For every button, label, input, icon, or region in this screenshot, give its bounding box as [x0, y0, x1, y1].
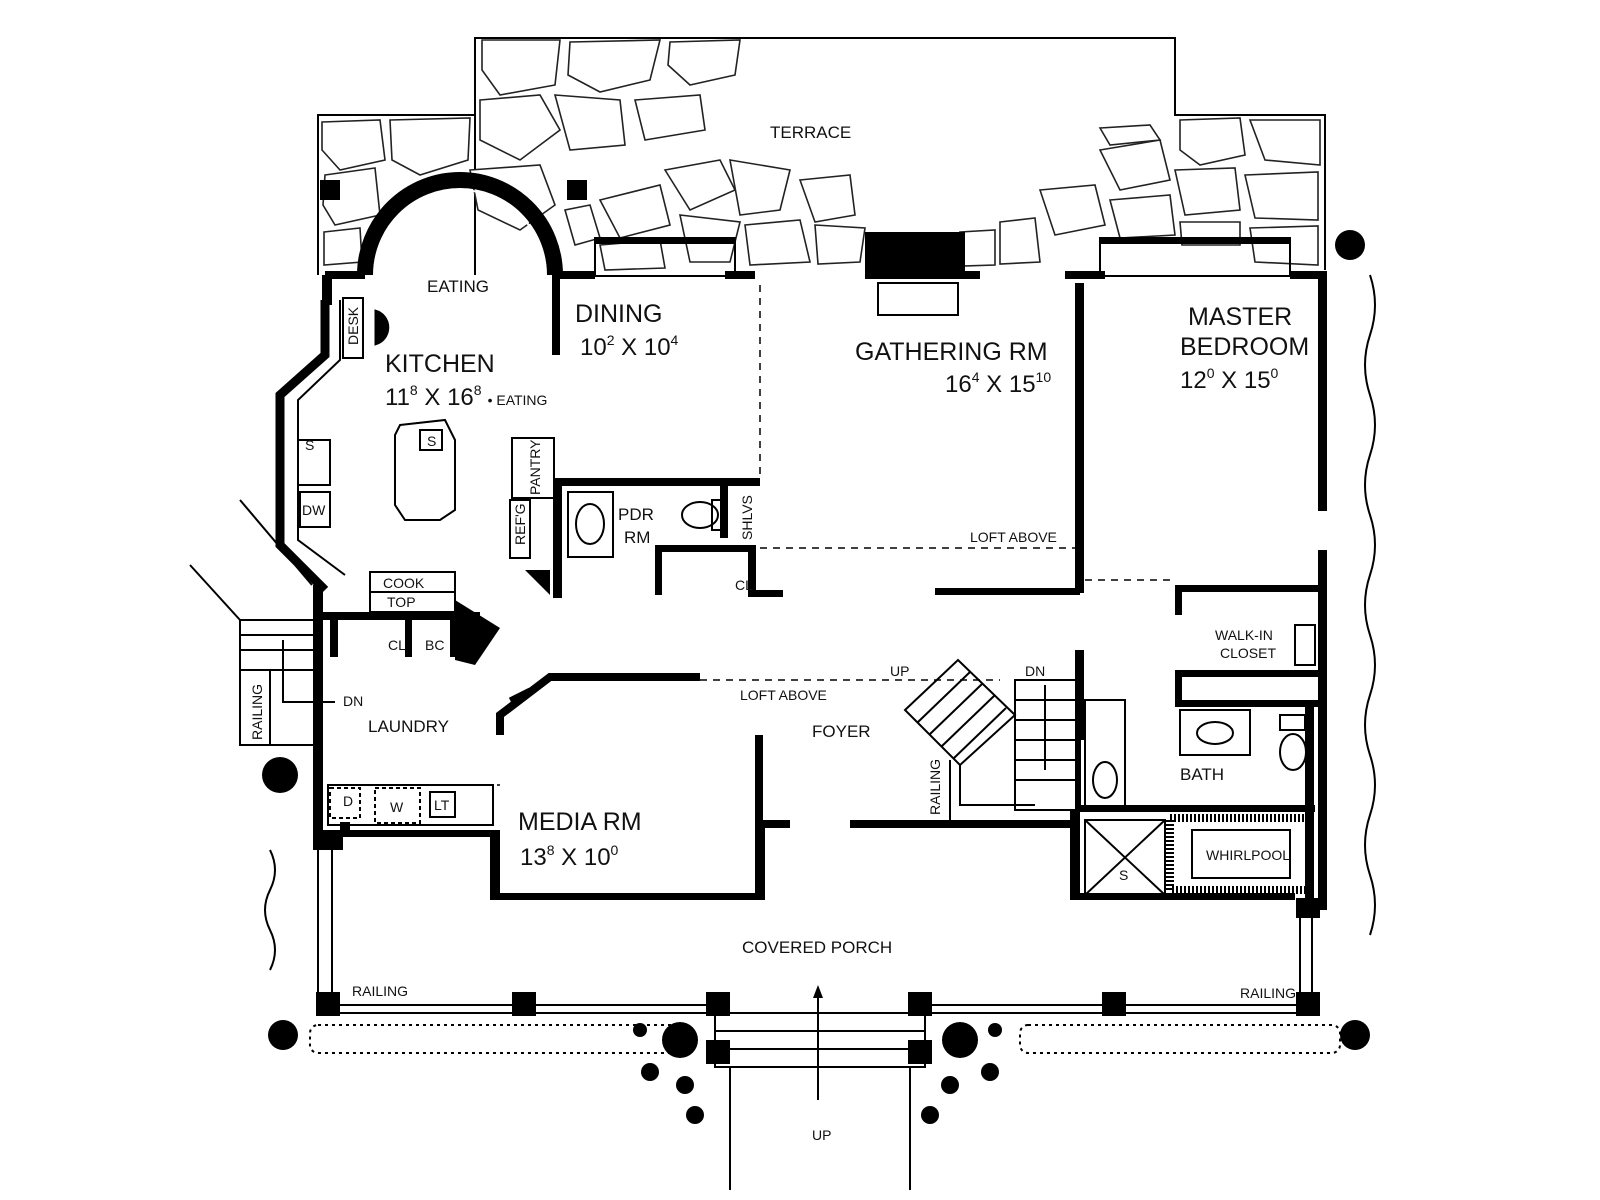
stone-paving-right: [959, 117, 1321, 267]
pdr-label-line1: PDR: [618, 505, 654, 524]
walkin-label-line2: CLOSET: [1220, 645, 1276, 661]
gathering-label: GATHERING RM: [855, 338, 1048, 366]
walkin-label-line1: WALK-IN: [1215, 627, 1273, 643]
front-steps-up-label: UP: [812, 1127, 831, 1143]
fixture-labels: DESK S S DW PANTRY REF'G SHLVS COOK TOP …: [302, 306, 1128, 883]
railing-label-porch-left: RAILING: [352, 983, 408, 999]
stairs-down-label: DN: [1025, 663, 1045, 679]
shower-label: S: [1119, 867, 1128, 883]
porch-label: COVERED PORCH: [742, 938, 892, 957]
broom-closet-label: BC: [425, 637, 444, 653]
laundry-fixtures: [329, 787, 456, 832]
room-labels: TERRACE EATING DINING 102 X 104 KITCHEN …: [368, 123, 1309, 957]
sink-label: S: [305, 437, 314, 453]
terrace-label: TERRACE: [770, 123, 851, 142]
laundry-tub-label: LT: [434, 797, 450, 813]
dryer-label: D: [343, 793, 353, 809]
bath-fixtures: [1084, 699, 1314, 896]
railing-label-stairs: RAILING: [927, 759, 943, 815]
master-label-line2: BEDROOM: [1180, 333, 1309, 361]
landscaping: [262, 230, 1376, 1124]
closet-label-pdr: CL: [735, 577, 753, 593]
pantry-label: PANTRY: [527, 439, 543, 495]
kitchen-dimensions: 118 X 168• EATING: [385, 382, 547, 411]
desk-label: DESK: [345, 306, 361, 345]
railing-label-porch-right: RAILING: [1240, 985, 1296, 1001]
loft-above-label-1: LOFT ABOVE: [970, 529, 1057, 545]
closet-label-kitchen: CL: [388, 637, 406, 653]
interior-walls: [320, 275, 1320, 900]
terrace-area: [317, 37, 1326, 275]
shelves-label: SHLVS: [739, 495, 755, 540]
master-label-line1: MASTER: [1188, 303, 1292, 331]
foyer-label: FOYER: [812, 722, 871, 741]
dining-label: DINING: [575, 300, 663, 328]
kitchen-fixtures: [297, 282, 959, 613]
side-steps: [189, 499, 335, 746]
kitchen-label: KITCHEN: [385, 350, 495, 378]
cooktop-label-line2: TOP: [387, 594, 416, 610]
gathering-dimensions: 164 X 1510: [945, 369, 1051, 398]
side-steps-down-label: DN: [343, 693, 363, 709]
stairs: [903, 658, 1081, 820]
master-dimensions: 120 X 150: [1180, 365, 1279, 394]
cooktop-label-line1: COOK: [383, 575, 425, 591]
laundry-label: LAUNDRY: [368, 717, 449, 736]
dishwasher-label: DW: [302, 502, 326, 518]
railing-label-side: RAILING: [249, 684, 265, 740]
exterior-walls: [275, 232, 1327, 910]
eating-label: EATING: [427, 277, 489, 296]
media-label: MEDIA RM: [518, 808, 642, 836]
pdr-label-line2: RM: [624, 528, 650, 547]
dining-dimensions: 102 X 104: [580, 332, 679, 361]
annotation-labels: LOFT ABOVE LOFT ABOVE UP DN DN UP RAILIN…: [249, 529, 1296, 1143]
washer-label: W: [390, 799, 404, 815]
stone-paving-center: [598, 159, 866, 271]
refrigerator-label: REF'G: [512, 503, 528, 545]
bath-label: BATH: [1180, 765, 1224, 784]
whirlpool-label: WHIRLPOOL: [1206, 847, 1290, 863]
covered-porch: [316, 840, 1320, 1190]
stairs-up-label: UP: [890, 663, 909, 679]
media-dimensions: 138 X 100: [520, 842, 619, 871]
island-sink-label: S: [427, 433, 436, 449]
loft-lines: [328, 285, 1175, 786]
loft-above-label-2: LOFT ABOVE: [740, 687, 827, 703]
